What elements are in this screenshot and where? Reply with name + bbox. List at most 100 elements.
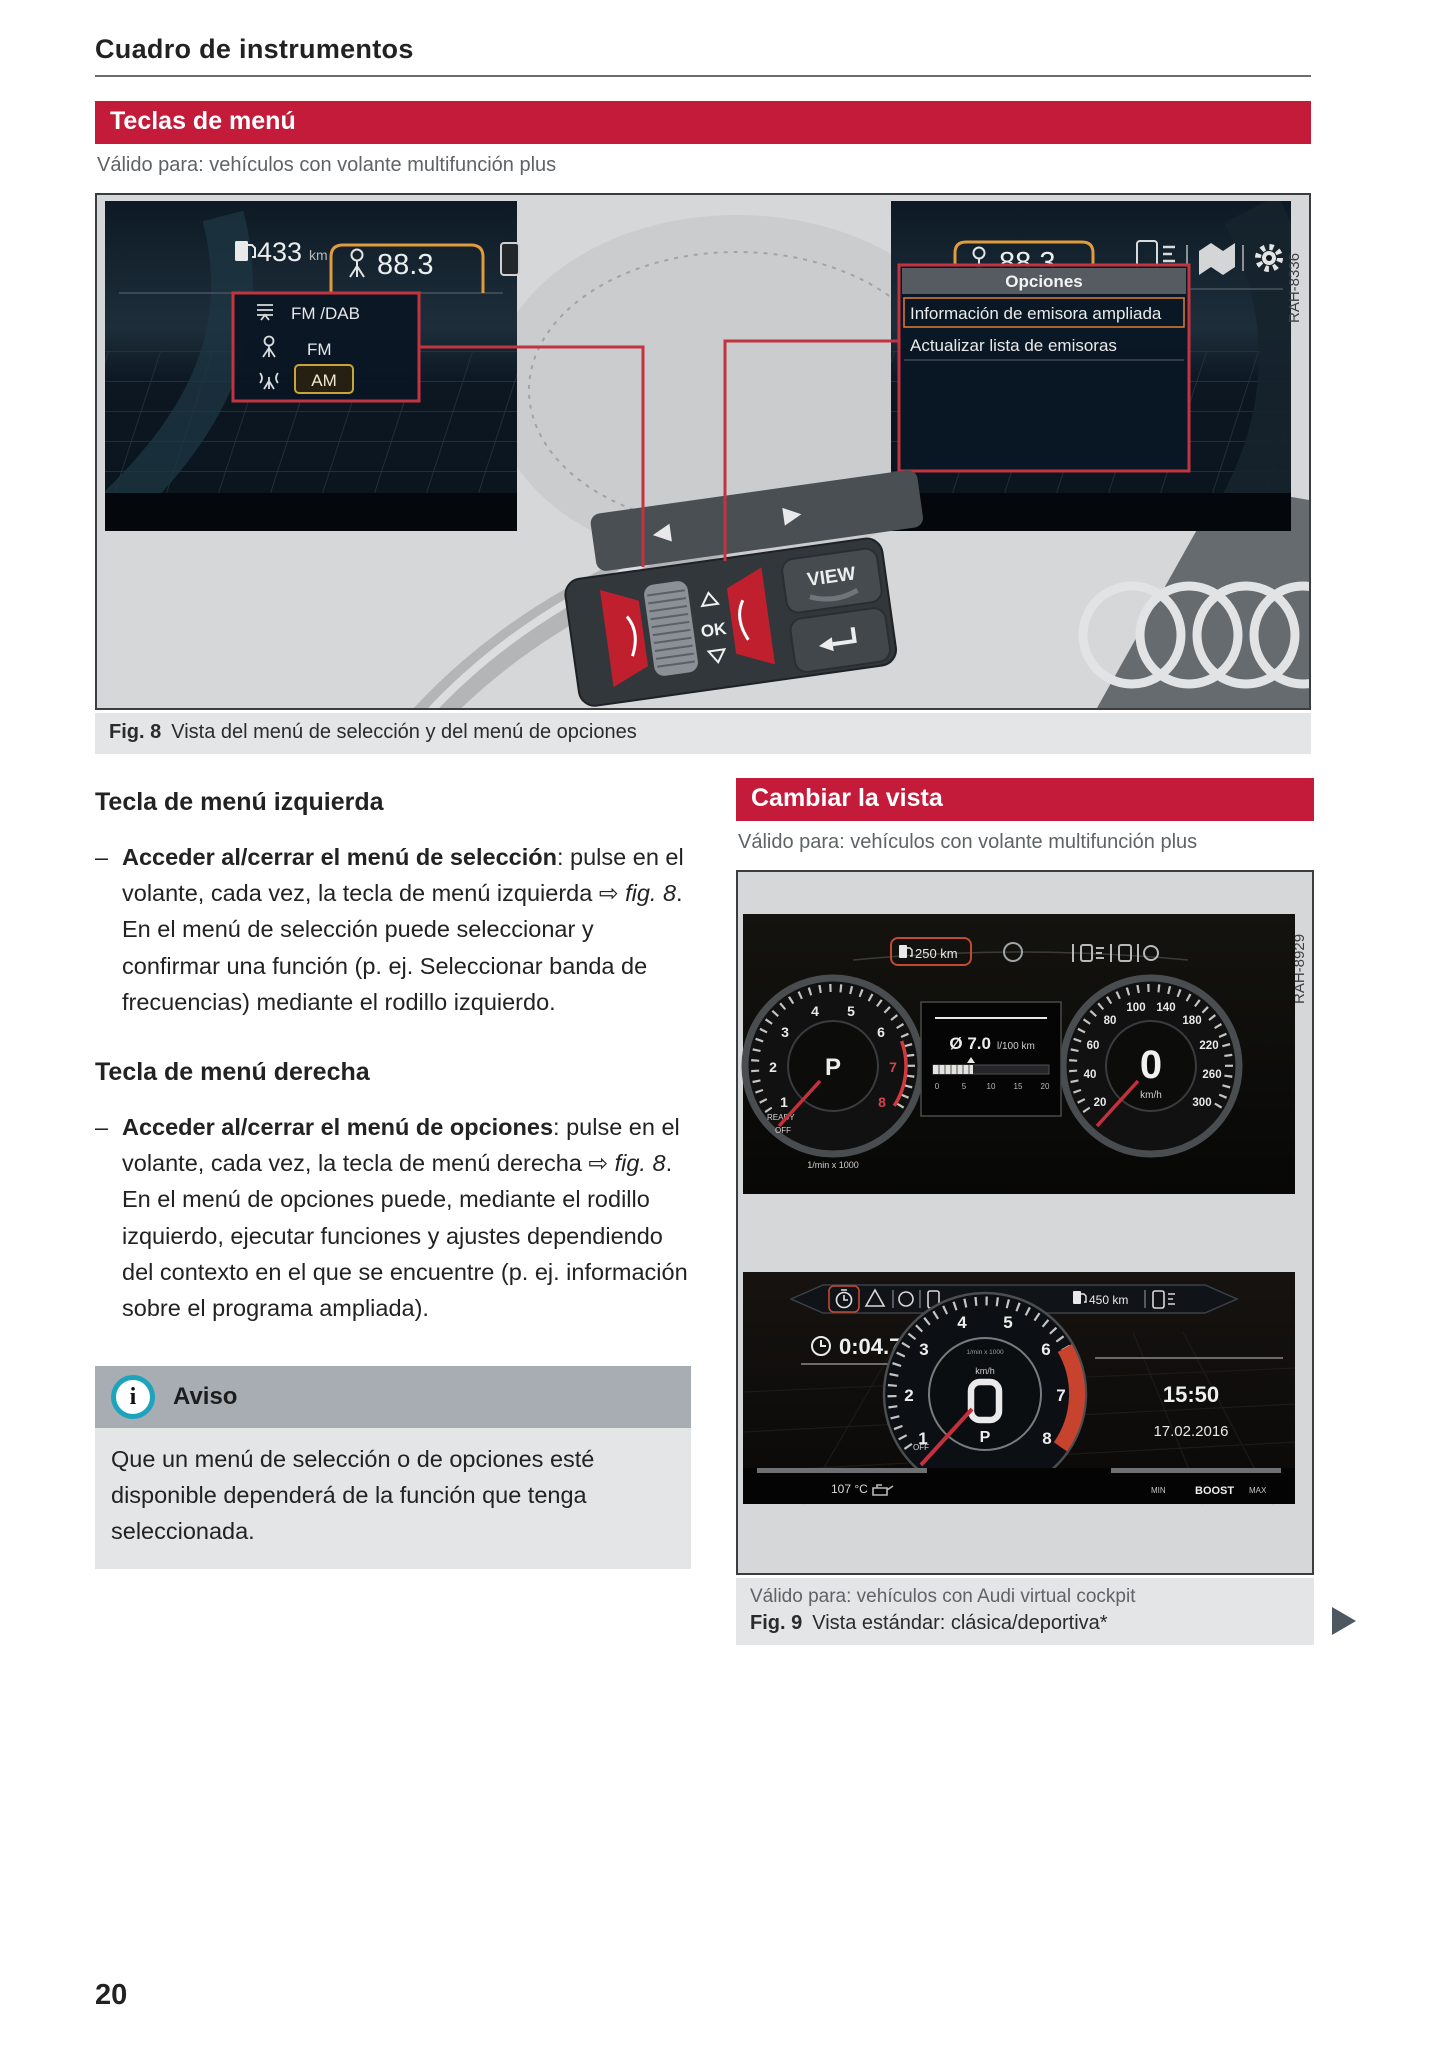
- oil-temperature: 107 °C: [831, 1482, 868, 1496]
- svg-text:5: 5: [962, 1082, 967, 1091]
- paragraph-text: : pulse en el volante, cada vez, la tecl…: [122, 1113, 680, 1177]
- tacho-scale-label: 1/min x 1000: [966, 1349, 1004, 1356]
- figure-9: RAH-8929 250 km: [736, 870, 1314, 1575]
- svg-text:15: 15: [1014, 1082, 1023, 1091]
- status-icons: [1072, 944, 1159, 962]
- left-text-column: Tecla de menú izquierda – Acceder al/cer…: [95, 778, 691, 1570]
- paragraph-bold: Acceder al/cerrar el menú de selección: [122, 844, 557, 870]
- speed-value-zero: [967, 1378, 1003, 1424]
- section-banner-cambiar: Cambiar la vista: [736, 778, 1314, 821]
- heading-left-key: Tecla de menú izquierda: [95, 788, 384, 816]
- arrow-left-button-icon: [652, 523, 672, 542]
- figure-9-label: Fig. 9: [750, 1612, 803, 1634]
- arrow-right-button-icon: [782, 507, 802, 526]
- figure-reference: fig. 8: [614, 1150, 666, 1177]
- info-icon: i: [111, 1375, 155, 1420]
- svg-text:7: 7: [889, 1059, 897, 1075]
- boost-label: BOOST: [1195, 1485, 1234, 1497]
- options-menu: Opciones Información de emisora ampliada…: [897, 263, 1191, 473]
- svg-text:60: 60: [1087, 1040, 1100, 1052]
- svg-text:4: 4: [811, 1003, 819, 1019]
- warning-triangle-icon: [864, 1288, 886, 1307]
- aviso-title: Aviso: [173, 1383, 238, 1411]
- selected-tab-outline: [329, 243, 485, 293]
- gear-indicator: P: [825, 1054, 841, 1081]
- ref-arrow: ⇨: [588, 1150, 615, 1177]
- svg-text:10: 10: [987, 1082, 996, 1091]
- svg-text:20: 20: [1094, 1097, 1107, 1109]
- svg-text:6: 6: [1041, 1340, 1050, 1359]
- right-text-column: Cambiar la vista Válido para: vehículos …: [736, 778, 1356, 1645]
- svg-text:1: 1: [918, 1429, 927, 1448]
- stopwatch-icon: [811, 1336, 831, 1356]
- fuel-range: 450 km: [1089, 1293, 1128, 1307]
- highlighted-item-outline: [903, 297, 1185, 328]
- svg-text:0: 0: [935, 1082, 940, 1091]
- figure-9-valid-note: Válido para: vehículos con Audi virtual …: [750, 1586, 1136, 1607]
- image-code: RAH-8336: [1286, 253, 1303, 323]
- aviso-header: i Aviso: [95, 1366, 691, 1429]
- figure-8: 433 km 88.3: [95, 193, 1311, 710]
- svg-text:8: 8: [1042, 1429, 1051, 1448]
- boost-min-label: MIN: [1151, 1486, 1166, 1495]
- svg-text:100: 100: [1126, 1002, 1145, 1014]
- paragraph-text: . En el menú de opciones puede, mediante…: [122, 1150, 688, 1321]
- bluetooth-icon: [1003, 942, 1023, 962]
- clock: 15:50: [1163, 1382, 1219, 1407]
- off-label: OFF: [913, 1443, 929, 1452]
- gear-icon: [1255, 244, 1283, 272]
- bullet-dash: –: [95, 1113, 109, 1140]
- view-button: VIEW: [781, 547, 883, 614]
- ready-label: READY: [767, 1113, 795, 1122]
- boost-max-label: MAX: [1249, 1486, 1267, 1495]
- figure-9-caption: Válido para: vehículos con Audi virtual …: [736, 1578, 1314, 1645]
- speed-unit: km/h: [1140, 1090, 1162, 1101]
- title-rule: [95, 75, 1311, 77]
- figure-9-caption-text: Vista estándar: clásica/deportiva*: [812, 1612, 1108, 1634]
- speed-numbers: 20 40 60 80 100 140 180 220 260 300: [1084, 1002, 1222, 1109]
- tacho-numbers: 1 2 3 4 5 6 7 8: [904, 1313, 1065, 1448]
- figure-reference: fig. 8: [625, 880, 677, 907]
- radio-frequency: 88.3: [377, 249, 433, 281]
- right-cluster-display: 88.3: [891, 201, 1291, 531]
- svg-text:5: 5: [847, 1003, 855, 1019]
- figure-8-caption-text: Vista del menú de selección y del menú d…: [171, 721, 637, 743]
- options-menu-title: Opciones: [1005, 272, 1082, 291]
- left-cluster-display: 433 km 88.3: [105, 201, 520, 531]
- station-list-icon: [257, 304, 273, 321]
- fuel-pump-icon: [1073, 1291, 1087, 1304]
- right-menu-key: [726, 567, 776, 665]
- svg-text:40: 40: [1084, 1069, 1097, 1081]
- menu-item-am: AM: [311, 371, 337, 390]
- speed-unit: km/h: [975, 1366, 995, 1376]
- options-menu-titlebar: [902, 268, 1186, 294]
- bottom-status-band: 107 °C MIN BOOST MAX: [743, 1468, 1295, 1504]
- figure-9-illustration: RAH-8929 250 km: [738, 872, 1312, 1573]
- selected-tab-outline: [953, 240, 1095, 289]
- options-item-1: Información de emisora ampliada: [910, 304, 1162, 323]
- clock-date: 15:50 17.02.2016: [1095, 1357, 1283, 1440]
- broadcast-icon: [259, 372, 279, 390]
- sport-view-screenshot: 450 km 0:04.7: [742, 1272, 1296, 1505]
- map-icon: [1199, 243, 1235, 275]
- fuel-range-unit: km: [309, 247, 328, 263]
- svg-text:2: 2: [904, 1386, 913, 1405]
- figure-8-illustration: 433 km 88.3: [97, 195, 1309, 708]
- svg-text:7: 7: [1056, 1386, 1065, 1405]
- off-label: OFF: [775, 1126, 791, 1135]
- classic-speedometer: 20 40 60 80 100 140 180 220 260 300: [1059, 974, 1243, 1158]
- fuel-pump-icon: [235, 241, 256, 261]
- svg-text:260: 260: [1202, 1069, 1221, 1081]
- needle: [1095, 1079, 1140, 1128]
- back-button: [789, 607, 892, 673]
- device-icon: [1152, 1290, 1175, 1309]
- left-menu-key: [599, 590, 649, 688]
- bullet-dash: –: [95, 844, 109, 870]
- paragraph-text: . En el menú de selección puede seleccio…: [122, 880, 683, 1015]
- upper-button-bar: [590, 470, 923, 571]
- svg-text:5: 5: [1003, 1313, 1012, 1332]
- fuel-range-value: 433: [257, 237, 302, 267]
- options-item-2: Actualizar lista de emisoras: [910, 336, 1117, 355]
- svg-text:6: 6: [877, 1024, 885, 1040]
- svg-text:140: 140: [1156, 1002, 1175, 1014]
